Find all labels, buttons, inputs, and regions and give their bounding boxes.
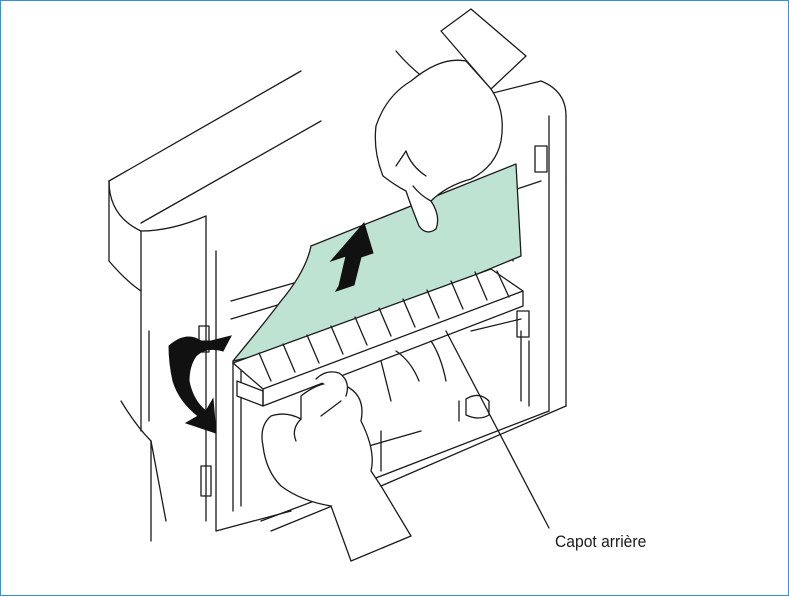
rear-cover [232, 268, 524, 442]
upper-hand [374, 8, 527, 233]
rear-cover-label: Capot arrière [555, 532, 647, 551]
callout-leader-line [445, 330, 550, 529]
arrow-up-icon [329, 221, 374, 292]
lower-hand [261, 371, 412, 562]
curved-arrow-down-icon [168, 335, 232, 434]
